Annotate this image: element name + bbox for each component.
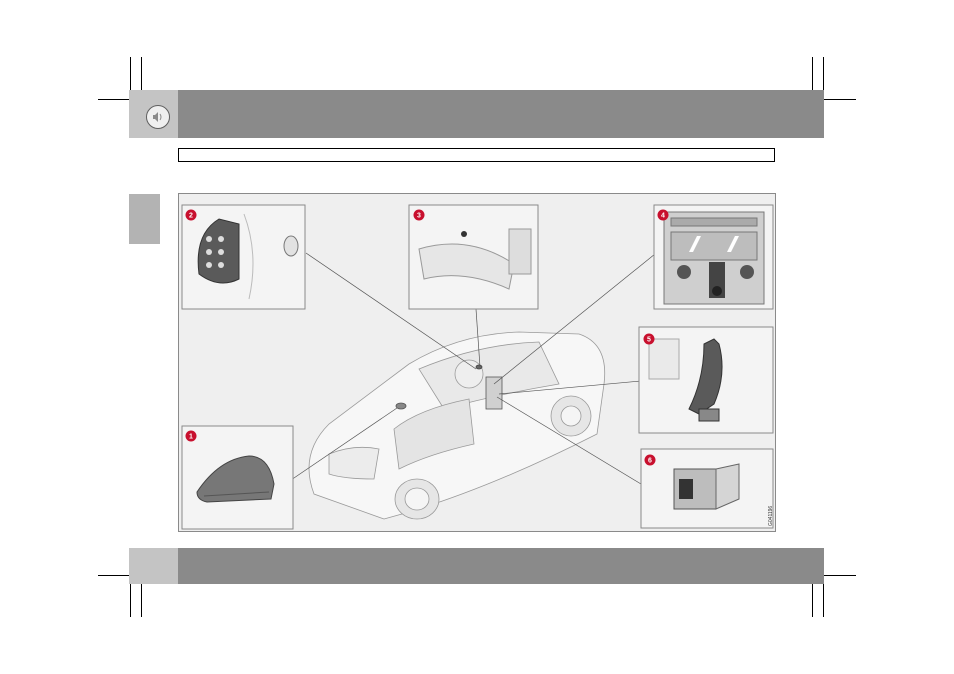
crop-mark <box>823 57 824 91</box>
callout-2: 2 <box>186 210 197 221</box>
section-heading-box <box>178 148 775 162</box>
inset-steering-keypad <box>182 205 305 309</box>
callout-5: 5 <box>644 334 655 345</box>
speaker-icon <box>146 105 170 129</box>
callout-number: 2 <box>189 213 193 220</box>
inset-phone-handset <box>639 327 773 433</box>
callout-4: 4 <box>658 210 669 221</box>
inset-microphone <box>409 205 538 309</box>
callout-1: 1 <box>186 431 197 442</box>
chapter-tab <box>129 194 160 244</box>
callout-number: 4 <box>661 213 665 220</box>
callout-6: 6 <box>645 455 656 466</box>
crop-mark <box>823 584 824 617</box>
header-bar <box>129 90 824 138</box>
inset-phone-holder <box>641 449 773 528</box>
figure-code: G041196 <box>768 506 774 526</box>
car-illustration <box>309 332 605 519</box>
phone-system-illustration: 2 3 4 5 6 1 G041196 <box>178 193 776 532</box>
callout-number: 1 <box>189 434 193 441</box>
callout-3: 3 <box>414 210 425 221</box>
callout-number: 3 <box>417 213 421 220</box>
callout-number: 5 <box>647 337 651 344</box>
callout-number: 6 <box>648 458 652 465</box>
crop-mark <box>130 57 131 91</box>
crop-mark <box>130 584 131 617</box>
footer-page-tab <box>129 548 178 584</box>
inset-center-console <box>654 205 773 309</box>
inset-roof-antenna <box>182 426 293 529</box>
footer-bar <box>129 548 824 584</box>
